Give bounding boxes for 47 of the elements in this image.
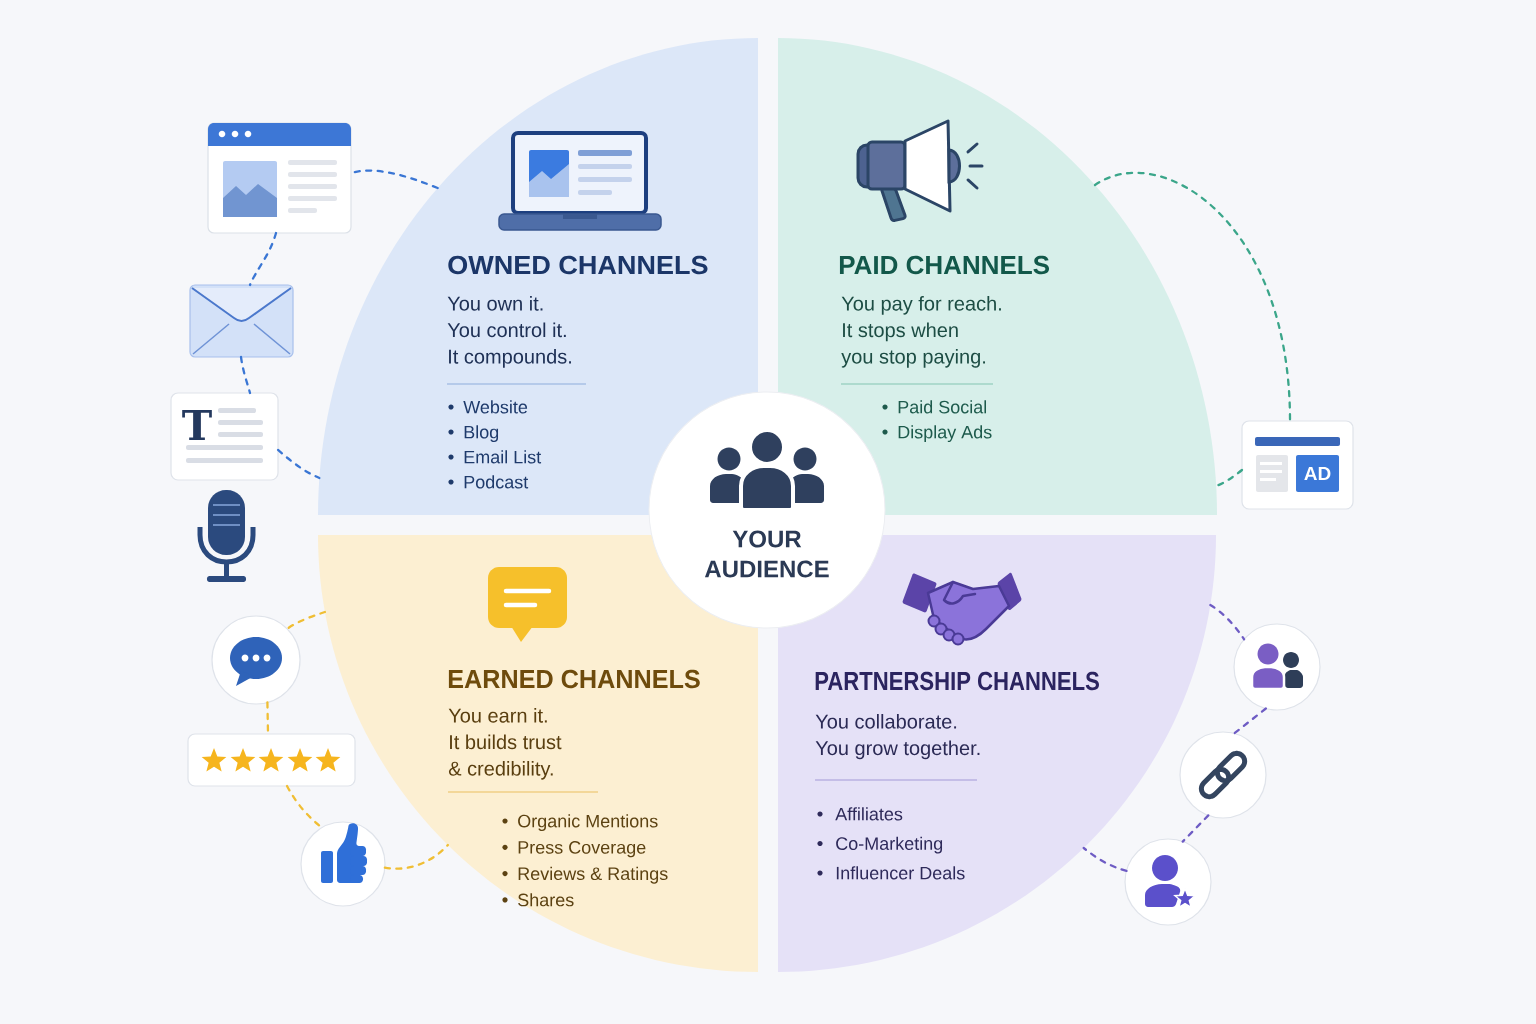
dashed-connector bbox=[383, 843, 450, 870]
list-item: Paid Social bbox=[898, 400, 986, 414]
dashed-connector bbox=[1093, 171, 1292, 423]
dashed-connector bbox=[239, 355, 252, 395]
section-heading: PAID CHANNELS bbox=[839, 255, 1049, 275]
icon-letter: T bbox=[182, 410, 212, 440]
browser-window-icon bbox=[207, 122, 352, 234]
list-item: Organic Mentions bbox=[518, 814, 658, 832]
dashed-connector bbox=[276, 448, 321, 480]
circle-label: YOUR AUDIENCE bbox=[704, 530, 829, 578]
link-icon bbox=[1179, 731, 1267, 819]
dashed-connector bbox=[1215, 468, 1244, 488]
list-item: Display Ads bbox=[898, 425, 992, 443]
chat-bubble-icon bbox=[211, 615, 301, 705]
envelope-icon bbox=[189, 284, 294, 358]
body-text: You earn it. It builds trust & credibility. bbox=[448, 708, 562, 780]
thumbs-up-icon bbox=[300, 821, 386, 907]
audience-circle bbox=[648, 391, 886, 629]
ad-banner-card bbox=[1241, 420, 1354, 510]
list-item: Affiliates bbox=[835, 807, 903, 821]
users-icon bbox=[1233, 623, 1321, 711]
list-item: Co-Marketing bbox=[836, 836, 943, 854]
ad-badge: AD bbox=[1296, 455, 1339, 492]
star-rating-icon bbox=[187, 733, 356, 787]
list-item: Email List bbox=[464, 450, 542, 464]
list-item: Reviews & Ratings bbox=[518, 866, 668, 884]
list-item: Podcast bbox=[464, 475, 529, 489]
section-heading: EARNED CHANNELS bbox=[448, 669, 700, 689]
list-item: Website bbox=[463, 400, 528, 414]
section-heading: OWNED CHANNELS bbox=[448, 255, 708, 275]
dashed-connector bbox=[1209, 603, 1246, 641]
body-text: You collaborate. You grow together. bbox=[815, 714, 980, 760]
dashed-connector bbox=[1082, 846, 1128, 872]
quadrant-panel bbox=[318, 38, 758, 515]
body-text: You own it. You control it. It compounds. bbox=[447, 296, 571, 368]
list-item: Shares bbox=[518, 893, 574, 907]
section-heading: PARTNERSHIP CHANNELS bbox=[815, 671, 1099, 691]
list-item: Blog bbox=[464, 425, 499, 443]
dashed-connector bbox=[285, 610, 327, 631]
dashed-connector bbox=[1181, 814, 1210, 843]
list-item: Influencer Deals bbox=[836, 866, 965, 880]
dashed-connector bbox=[1233, 707, 1268, 735]
body-text: You pay for reach. It stops when you stop paying. bbox=[841, 296, 1001, 368]
dashed-connector bbox=[248, 231, 278, 287]
quadrant-panel bbox=[778, 38, 1217, 515]
document-card bbox=[170, 392, 279, 481]
list-item: Press Coverage bbox=[518, 841, 646, 858]
